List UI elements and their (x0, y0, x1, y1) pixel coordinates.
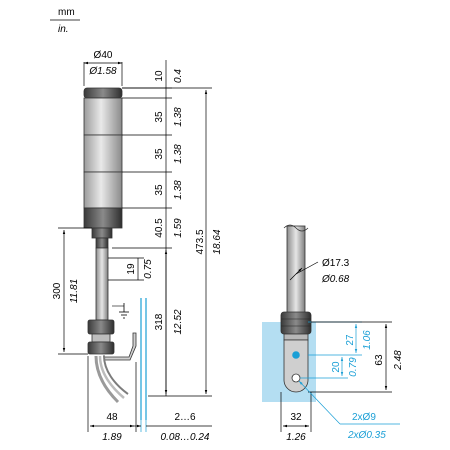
detail-bracket (283, 339, 309, 393)
unit-mm: mm (58, 7, 75, 18)
dim-collar-mm: 19 (126, 263, 137, 275)
dim-diameter-mm: Ø40 (94, 50, 113, 61)
dim-cap-in: 0.4 (173, 69, 184, 83)
detail-nut (280, 311, 312, 335)
dim-detail-height-in: 2.48 (393, 350, 404, 371)
dim-detail-hole-spacing-mm: 20 (331, 361, 342, 373)
dim-cap-mm: 10 (154, 70, 165, 82)
slot-hole (292, 351, 300, 359)
dim-detail-height: 63 2.48 (308, 321, 404, 393)
dim-detail-width: 32 1.26 (280, 392, 312, 443)
dim-plate-thickness-in: 0.08…0.24 (161, 432, 210, 443)
dim-bracket-width-in: 1.89 (102, 432, 122, 443)
dim-detail-pole-diameter: Ø17.3 Ø0.68 (289, 258, 350, 285)
dim-chain-right: 10 0.4 35 1.38 35 1.38 35 1.38 40.5 1.59… (112, 60, 184, 396)
detail-pole (286, 225, 306, 315)
dim-detail-holes-in: 2xØ0.35 (347, 430, 386, 441)
dim-tier2-in: 1.38 (173, 144, 184, 164)
dim-detail-pole-diameter-mm: Ø17.3 (322, 258, 350, 269)
dim-pole-total-mm: 300 (52, 282, 63, 299)
dim-plate-thickness-mm: 2…6 (174, 412, 196, 423)
mounting-bracket (103, 332, 137, 361)
tier-2 (83, 134, 123, 173)
dim-base-mm: 40.5 (154, 218, 165, 238)
tier-1 (83, 97, 123, 136)
ground-icon (112, 303, 129, 319)
dim-detail-width-mm: 32 (290, 412, 302, 423)
tower-base (83, 207, 123, 229)
dim-detail-slot-mm: 27 (345, 334, 356, 346)
dim-detail-holes-mm: 2xØ9 (352, 412, 376, 423)
dim-collar-in: 0.75 (143, 259, 154, 279)
dim-detail-pole-diameter-in: Ø0.68 (321, 274, 350, 285)
unit-legend: mm in. (50, 7, 80, 35)
cable (94, 355, 120, 404)
dim-bracket-width-mm: 48 (106, 412, 118, 423)
dim-detail-slot-in: 1.06 (362, 330, 373, 350)
dim-detail-holes: 2xØ9 2xØ0.35 (298, 380, 400, 441)
mounting-nut (87, 319, 115, 335)
mounting-pole (95, 247, 109, 321)
unit-in: in. (58, 24, 69, 35)
dim-overall: 473.5 18.64 (122, 87, 223, 397)
dim-diameter-in: Ø1.58 (88, 66, 117, 77)
dim-pole-total: 300 11.81 (52, 227, 92, 355)
dim-pole-below-mm: 318 (154, 313, 165, 330)
dim-detail-height-mm: 63 (374, 354, 385, 366)
mounting-hole (291, 373, 301, 383)
dim-pole-total-in: 11.81 (69, 279, 80, 303)
mounting-detail (262, 224, 316, 402)
dim-overall-in: 18.64 (212, 229, 223, 254)
dim-detail-hole-spacing-in: 0.79 (348, 357, 359, 377)
dim-tier3-mm: 35 (154, 184, 165, 196)
tower-light (83, 87, 147, 420)
tier-3 (83, 171, 123, 209)
dim-bracket-width: 48 1.89 (87, 356, 137, 443)
dim-detail-slot: 27 1.06 (308, 321, 373, 356)
dim-pole-below-in: 12.52 (173, 309, 184, 334)
dim-diameter: Ø40 Ø1.58 (83, 50, 123, 86)
dim-base-in: 1.59 (173, 218, 184, 238)
dim-tier3-in: 1.38 (173, 180, 184, 200)
dim-detail-hole-spacing: 20 0.79 (300, 357, 359, 379)
dim-overall-mm: 473.5 (195, 229, 206, 254)
dim-plate-thickness: 2…6 0.08…0.24 (130, 412, 212, 443)
dim-detail-width-in: 1.26 (286, 432, 306, 443)
dim-tier2-mm: 35 (154, 148, 165, 160)
dim-collar: 19 0.75 (108, 257, 154, 281)
dim-tier1-mm: 35 (154, 111, 165, 123)
dim-tier1-in: 1.38 (173, 107, 184, 127)
